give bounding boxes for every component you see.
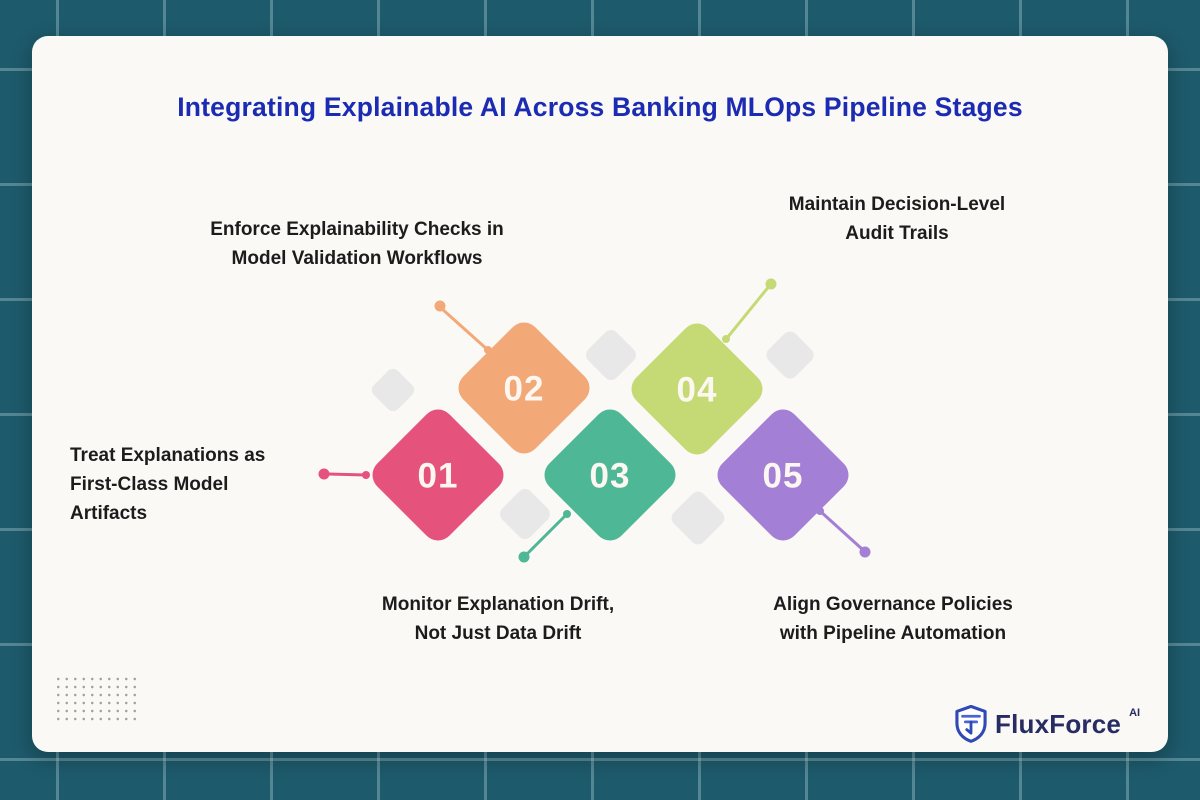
stage-1-diamond: 01 bbox=[318, 409, 504, 541]
svg-text:01: 01 bbox=[418, 457, 459, 496]
page-title: Integrating Explainable AI Across Bankin… bbox=[177, 92, 1023, 122]
stage-1-label: Treat Explanations as First-Class Model … bbox=[70, 445, 266, 524]
stage-5-diamond: 05 bbox=[717, 409, 871, 558]
brand-suffix: AI bbox=[1129, 707, 1141, 719]
svg-text:03: 03 bbox=[590, 457, 631, 496]
stage-4-diamond: 04 bbox=[631, 278, 777, 455]
infographic-card bbox=[32, 36, 1168, 752]
svg-text:02: 02 bbox=[504, 370, 545, 409]
brand-logo: FluxForce AI bbox=[954, 703, 1140, 745]
svg-text:04: 04 bbox=[677, 371, 718, 410]
brand-name: FluxForce bbox=[995, 708, 1122, 739]
stage-2-label: Enforce Explainability Checks in Model V… bbox=[210, 219, 504, 269]
gray-diamond-decoration bbox=[371, 330, 814, 545]
svg-text:05: 05 bbox=[763, 457, 804, 496]
stage-3-label: Monitor Explanation Drift, Not Just Data… bbox=[381, 594, 615, 644]
stage-5-label: Align Governance Policies with Pipeline … bbox=[773, 594, 1013, 644]
dot-pattern-decoration bbox=[54, 675, 138, 723]
stage-2-diamond: 02 bbox=[434, 300, 590, 454]
stage-4-label: Maintain Decision-Level Audit Trails bbox=[788, 194, 1006, 244]
stage-3-diamond: 03 bbox=[518, 409, 676, 563]
shield-icon bbox=[955, 705, 987, 743]
